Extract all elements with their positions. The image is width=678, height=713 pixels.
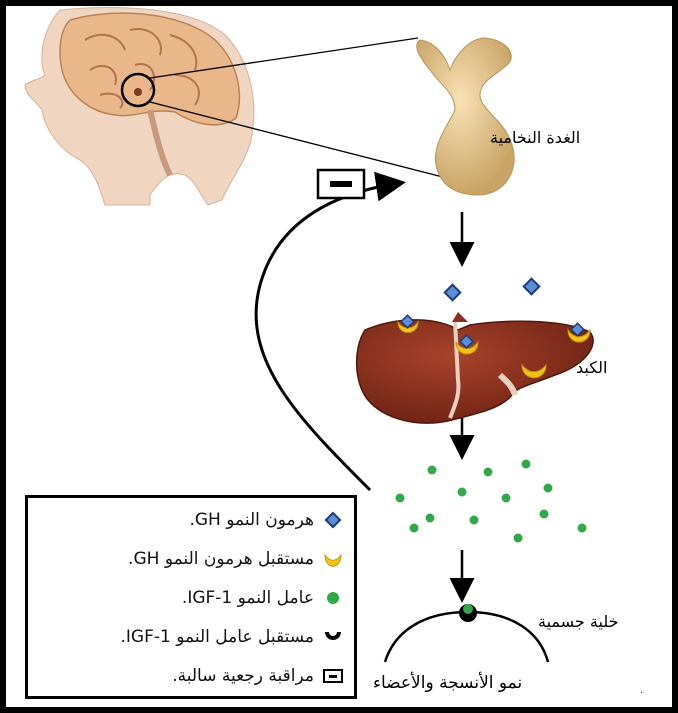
igf-dot-icon <box>322 587 344 609</box>
liver-illustration <box>357 312 593 423</box>
legend-row-igf-receptor: مستقبل عامل النمو IGF-1. <box>28 622 344 652</box>
legend-gh-receptor-text: مستقبل هرمون النمو GH. <box>128 549 314 569</box>
legend-row-igf: عامل النمو IGF-1. <box>28 583 344 613</box>
legend-feedback-text: مراقبة رجعية سالبة. <box>172 666 314 686</box>
head-brain-illustration <box>25 8 254 205</box>
body-cell-label: خلية جسمية <box>538 612 619 631</box>
legend-row-feedback: مراقبة رجعية سالبة. <box>28 661 344 691</box>
igf-receptor-icon <box>322 626 344 648</box>
pituitary-label: الغدة النخامية <box>490 128 580 147</box>
svg-text:.: . <box>640 685 643 696</box>
pituitary-gland-illustration <box>417 38 514 195</box>
legend-gh-text: هرمون النمو GH. <box>189 510 314 530</box>
gh-receptor-icon <box>322 548 344 570</box>
body-cell-illustration <box>385 604 548 662</box>
gh-hormone-free <box>445 279 540 301</box>
igf-factor-dots <box>396 460 587 543</box>
legend-box: هرمون النمو GH. مستقبل هرمون النمو GH. ع… <box>25 495 357 699</box>
legend-row-gh-receptor: مستقبل هرمون النمو GH. <box>28 544 344 574</box>
liver-label: الكبد <box>576 358 607 377</box>
legend-igf-text: عامل النمو IGF-1. <box>182 588 314 608</box>
legend-igf-receptor-text: مستقبل عامل النمو IGF-1. <box>121 627 315 647</box>
gh-diamond-icon <box>322 509 344 531</box>
legend-row-gh: هرمون النمو GH. <box>28 505 344 535</box>
growth-label: نمو الأنسجة والأعضاء <box>373 673 522 693</box>
feedback-minus-icon <box>322 665 344 687</box>
feedback-minus-icon <box>318 170 364 198</box>
